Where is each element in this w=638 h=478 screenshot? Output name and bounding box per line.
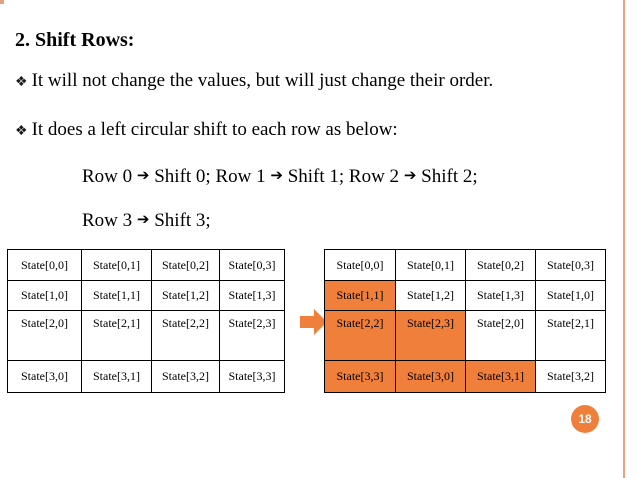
rule-shift0: Shift 0; Row 1	[154, 166, 266, 187]
bullet-text: It will not change the values, but will …	[31, 70, 494, 91]
state-cell: State[1,3]	[219, 280, 285, 311]
state-cell: State[0,3]	[535, 249, 606, 281]
state-cell: State[0,2]	[465, 249, 536, 281]
state-cell: State[0,1]	[81, 249, 152, 281]
bullet-item: ❖It will not change the values, but will…	[15, 70, 493, 92]
bullet-item: ❖It does a left circular shift to each r…	[15, 119, 398, 141]
state-cell: State[1,0]	[535, 280, 606, 311]
rule-row3: Row 3	[82, 210, 133, 231]
state-cell: State[3,3]	[219, 360, 285, 393]
diamond-bullet-icon: ❖	[15, 75, 28, 90]
rule-row0: Row 0	[82, 166, 133, 187]
state-cell: State[1,2]	[395, 280, 466, 311]
slide-right-border	[623, 0, 625, 478]
state-cell: State[2,0]	[465, 310, 536, 361]
state-cell: State[2,2]	[324, 310, 396, 361]
right-arrow-icon: ➔	[270, 166, 283, 184]
state-cell: State[3,2]	[535, 360, 606, 393]
state-cell: State[3,0]	[395, 360, 466, 393]
state-cell: State[1,1]	[324, 280, 396, 311]
state-cell: State[2,3]	[219, 310, 285, 361]
state-cell: State[2,1]	[535, 310, 606, 361]
bullet-text: It does a left circular shift to each ro…	[31, 119, 398, 140]
state-cell: State[0,1]	[395, 249, 466, 281]
state-cell: State[1,0]	[7, 280, 82, 311]
state-cell: State[1,2]	[151, 280, 220, 311]
slide-corner-accent	[0, 0, 4, 4]
shift-rule-line-2: Row 3 ➔ Shift 3;	[82, 210, 211, 232]
state-table-after: State[0,0]State[0,1]State[0,2]State[0,3]…	[324, 249, 606, 393]
right-arrow-icon: ➔	[403, 166, 417, 184]
page-number-badge: 18	[571, 405, 599, 433]
rule-shift2: Shift 2;	[421, 166, 478, 187]
shift-rule-line-1: Row 0 ➔ Shift 0; Row 1 ➔ Shift 1; Row 2 …	[82, 166, 478, 188]
state-cell: State[0,0]	[324, 249, 396, 281]
right-arrow-icon: ➔	[136, 210, 150, 228]
state-cell: State[3,2]	[151, 360, 220, 393]
state-cell: State[3,3]	[324, 360, 396, 393]
state-cell: State[0,2]	[151, 249, 220, 281]
state-cell: State[0,0]	[7, 249, 82, 281]
rule-shift1: Shift 1; Row 2	[287, 166, 400, 187]
slide-title: 2. Shift Rows:	[15, 29, 135, 51]
state-cell: State[2,2]	[151, 310, 220, 361]
state-cell: State[1,1]	[81, 280, 152, 311]
state-cell: State[1,3]	[465, 280, 536, 311]
orange-right-arrow-icon	[300, 309, 327, 335]
state-table-before: State[0,0]State[0,1]State[0,2]State[0,3]…	[7, 249, 285, 393]
diamond-bullet-icon: ❖	[15, 124, 28, 139]
rule-shift3: Shift 3;	[154, 210, 211, 231]
state-cell: State[2,3]	[395, 310, 466, 361]
state-cell: State[3,0]	[7, 360, 82, 393]
state-cell: State[0,3]	[219, 249, 285, 281]
state-cell: State[3,1]	[465, 360, 536, 393]
state-cell: State[2,1]	[81, 310, 152, 361]
state-cell: State[3,1]	[81, 360, 152, 393]
right-arrow-icon: ➔	[136, 166, 150, 184]
state-cell: State[2,0]	[7, 310, 82, 361]
